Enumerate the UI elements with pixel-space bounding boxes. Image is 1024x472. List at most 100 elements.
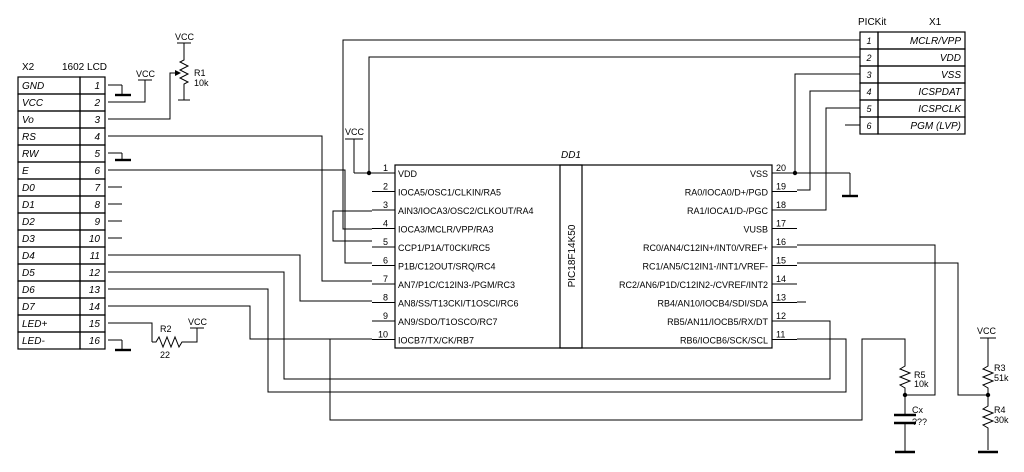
- lcd-pin-number: 6: [94, 166, 100, 177]
- r3-ref: R3: [994, 363, 1006, 373]
- cx-ref: Cx: [912, 405, 923, 415]
- lcd-num-cell: [79, 110, 106, 129]
- lcd-num-cell: [79, 195, 106, 214]
- lcd-pin-number: 14: [89, 302, 101, 313]
- pickit-pin-label: ICSPCLK: [918, 104, 962, 115]
- lcd-pin-number: 10: [89, 234, 101, 245]
- wire-pickit-pgd: [797, 90, 860, 191]
- lcd-ref: X2: [22, 62, 35, 73]
- r4-value: 30k: [994, 415, 1009, 425]
- mcu-right-pin-label: RA1/IOCA1/D-/PGC: [687, 206, 769, 216]
- wire-d4-rc6: [108, 254, 372, 302]
- lcd-pin-label: LED-: [22, 336, 45, 347]
- wire-cx-route: [329, 338, 906, 421]
- r5-value: 10k: [914, 379, 929, 389]
- lcd-pin-number: 1: [94, 81, 100, 92]
- wire-rc0: [797, 244, 936, 396]
- mcu-right-pin-number: 14: [776, 274, 786, 284]
- mcu-left-pin-label: IOCA3/MCLR/VPP/RA3: [398, 225, 494, 235]
- wire-pickit-vdd: [368, 56, 860, 173]
- lcd-pin-label: E: [22, 166, 29, 177]
- mcu-left-pin-number: 4: [383, 219, 388, 229]
- mcu-vcc-label: VCC: [345, 127, 365, 137]
- pickit-label-cell: [877, 116, 966, 135]
- mcu-right-pin-label: RB5/AN11/IOCB5/RX/DT: [667, 317, 768, 327]
- r4-ref: R4: [994, 405, 1006, 415]
- junction-dot: [792, 170, 798, 176]
- lcd-pin-label: D2: [22, 217, 35, 228]
- r1-ref: R1: [194, 68, 206, 78]
- mcu-left-pin-label: AN7/P1C/C12IN3-/PGM/RC3: [398, 280, 515, 290]
- mcu-pins: 1VDD2IOCA5/OSC1/CLKIN/RA53AIN3/IOCA3/OSC…: [372, 163, 797, 346]
- mcu-left-pin-label: CCP1/P1A/T0CKI/RC5: [398, 243, 490, 253]
- lcd-vcc-label: VCC: [136, 69, 156, 79]
- lcd-num-cell: [79, 127, 106, 146]
- led-plus-wire: [108, 322, 153, 342]
- wire-e-rc4: [108, 169, 372, 264]
- lcd-pin-number: 5: [94, 149, 100, 160]
- mcu-left-pin-number: 5: [383, 237, 388, 247]
- lcd-pin-label: GND: [22, 81, 44, 92]
- lcd-pin-number: 7: [94, 183, 100, 194]
- wire-d7-rb7: [108, 305, 372, 340]
- lcd-pin-number: 15: [89, 319, 101, 330]
- lcd-num-cell: [79, 144, 106, 163]
- mcu-part: PIC18F14K50: [567, 224, 578, 287]
- mcu-right-pin-number: 11: [776, 330, 785, 340]
- mcu-right-pin-label: RC1/AN5/C12IN1-/INT1/VREF-: [642, 262, 768, 272]
- mcu-right-pin-label: RA0/IOCA0/D+/PGD: [685, 188, 769, 198]
- mcu-left-pin-label: IOCB7/TX/CK/RB7: [398, 336, 474, 346]
- r1-value: 10k: [194, 78, 209, 88]
- r1-resistor: [178, 57, 190, 90]
- lcd-pin-label: D4: [22, 251, 35, 262]
- r3-resistor: [981, 362, 995, 395]
- lcd-pin-label: Vo: [22, 115, 34, 126]
- mcu-right-pin-number: 20: [776, 163, 786, 173]
- wire-pickit-pgc: [797, 107, 860, 211]
- r1-vcc-label: VCC: [175, 32, 195, 42]
- pickit-pin-label: MCLR/VPP: [910, 36, 961, 47]
- mcu-right-pin-label: VSS: [750, 169, 768, 179]
- lcd-pin-number: 9: [94, 217, 100, 228]
- mcu-right-pin-number: 18: [776, 200, 786, 210]
- lcd-pin-number: 13: [89, 285, 101, 296]
- r5-ref: R5: [914, 370, 926, 380]
- lcd-name: 1602 LCD: [62, 62, 107, 73]
- pickit-pin-number: 6: [866, 121, 871, 131]
- lcd-num-cell: [79, 212, 106, 231]
- pickit-pin-number: 2: [865, 53, 871, 63]
- lcd-pin-label: RS: [22, 132, 36, 143]
- mcu-left-pin-number: 8: [383, 293, 388, 303]
- mcu-left-pin-label: AIN3/IOCA3/OSC2/CLKOUT/RA4: [398, 206, 534, 216]
- mcu-left-pin-label: IOCA5/OSC1/CLKIN/RA5: [398, 188, 501, 198]
- mcu-right-pin-number: 16: [776, 237, 786, 247]
- lcd-num-cell: [79, 161, 106, 180]
- pickit-pin-number: 3: [866, 70, 871, 80]
- mcu-left-pin-number: 10: [378, 330, 388, 340]
- mcu-left-pin-label: AN8/SS/T13CKI/T1OSCI/RC6: [398, 299, 519, 309]
- wire-d5-rb5: [108, 271, 831, 380]
- mcu-left-pin-label: P1B/C12OUT/SRQ/RC4: [398, 262, 496, 272]
- mcu-center-bar: [559, 164, 583, 349]
- r3-value: 51k: [994, 373, 1009, 383]
- mcu-right-pin-number: 19: [776, 182, 786, 192]
- lcd-pin-label: D5: [22, 268, 35, 279]
- lcd-pin-label: D3: [22, 234, 35, 245]
- pickit-ref: X1: [929, 17, 942, 28]
- r2-value: 22: [160, 350, 170, 360]
- mcu-right-pin-number: 13: [776, 293, 786, 303]
- pickit-pin-number: 1: [866, 36, 871, 46]
- lcd-pin-label: D6: [22, 285, 35, 296]
- mcu-ref: DD1: [561, 150, 581, 161]
- mcu-right-pin-number: 15: [776, 256, 786, 266]
- mcu-right-pin-label: RC0/AN4/C12IN+/INT0/VREF+: [643, 243, 768, 253]
- mcu-right-pin-number: 12: [776, 311, 786, 321]
- lcd-pin-number: 3: [94, 115, 100, 126]
- lcd-num-cell: [79, 178, 106, 197]
- r2-ref: R2: [160, 324, 172, 334]
- r4-resistor: [981, 395, 995, 450]
- mcu-left-pin-label: AN9/SDO/T1OSCO/RC7: [398, 317, 498, 327]
